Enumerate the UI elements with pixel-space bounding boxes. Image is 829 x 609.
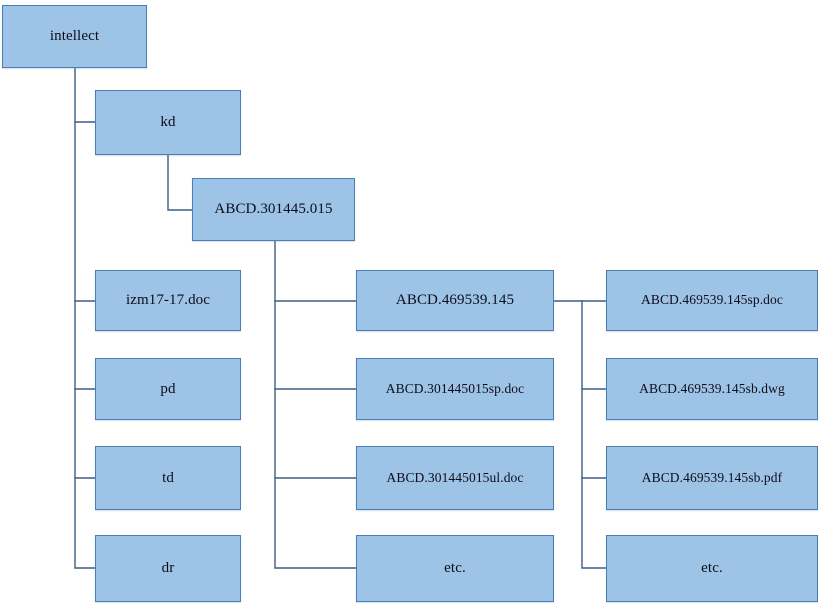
connector-abcd469539145-to-etc_right: [581, 477, 607, 569]
tree-node-label: ABCD.301445.015: [214, 201, 333, 218]
tree-node-label: ABCD.469539.145sb.pdf: [641, 469, 783, 485]
tree-node-abcd469539145[interactable]: ABCD.469539.145: [356, 270, 554, 331]
tree-node-abcd301445015sp[interactable]: ABCD.301445015sp.doc: [356, 358, 554, 420]
connector-abcd301445015-to-abcd301445015sp: [274, 300, 357, 390]
tree-node-etc_mid[interactable]: etc.: [356, 535, 554, 602]
tree-node-abcd301445015ul[interactable]: ABCD.301445015ul.doc: [356, 446, 554, 510]
tree-node-label: izm17-17.doc: [125, 292, 211, 309]
tree-node-dr[interactable]: dr: [95, 535, 241, 602]
connector-abcd301445015-to-etc_mid: [274, 477, 357, 569]
connector-intellect-to-izm17: [74, 121, 96, 302]
tree-node-abcd301445015[interactable]: ABCD.301445.015: [192, 178, 355, 241]
tree-node-td[interactable]: td: [95, 446, 241, 510]
connector-intellect-to-td: [74, 388, 96, 479]
tree-node-label: ABCD.469539.145: [395, 292, 515, 309]
connector-intellect-to-kd: [74, 67, 96, 123]
tree-node-label: etc.: [701, 560, 723, 577]
tree-node-label: td: [162, 469, 174, 486]
tree-node-abcd469539145dwg[interactable]: ABCD.469539.145sb.dwg: [606, 358, 818, 420]
tree-node-label: ABCD.469539.145sb.dwg: [639, 380, 785, 396]
connector-abcd301445015-to-abcd301445015ul: [274, 388, 357, 479]
tree-node-label: pd: [160, 380, 176, 397]
tree-node-izm17[interactable]: izm17-17.doc: [95, 270, 241, 331]
tree-node-label: intellect: [49, 28, 100, 45]
connector-abcd469539145-to-abcd469539145pdf: [581, 388, 607, 479]
connector-abcd301445015-to-abcd469539145: [274, 240, 357, 302]
tree-node-label: etc.: [444, 560, 466, 577]
tree-node-abcd469539145pdf[interactable]: ABCD.469539.145sb.pdf: [606, 446, 818, 510]
connector-abcd469539145-to-abcd469539145dwg: [581, 300, 607, 390]
tree-node-label: kd: [160, 114, 176, 131]
tree-node-abcd469539145sp[interactable]: ABCD.469539.145sp.doc: [606, 270, 818, 331]
connector-intellect-to-dr: [74, 477, 96, 569]
tree-node-kd[interactable]: kd: [95, 90, 241, 155]
connector-kd-to-abcd301445015: [167, 154, 193, 211]
tree-node-pd[interactable]: pd: [95, 358, 241, 420]
tree-node-label: ABCD.301445015sp.doc: [385, 380, 525, 396]
tree-node-intellect[interactable]: intellect: [2, 5, 147, 68]
tree-node-label: ABCD.469539.145sp.doc: [641, 292, 783, 308]
tree-node-etc_right[interactable]: etc.: [606, 535, 818, 602]
tree-node-label: ABCD.301445015ul.doc: [386, 469, 524, 485]
connector-intellect-to-pd: [74, 300, 96, 390]
tree-node-label: dr: [161, 560, 175, 577]
